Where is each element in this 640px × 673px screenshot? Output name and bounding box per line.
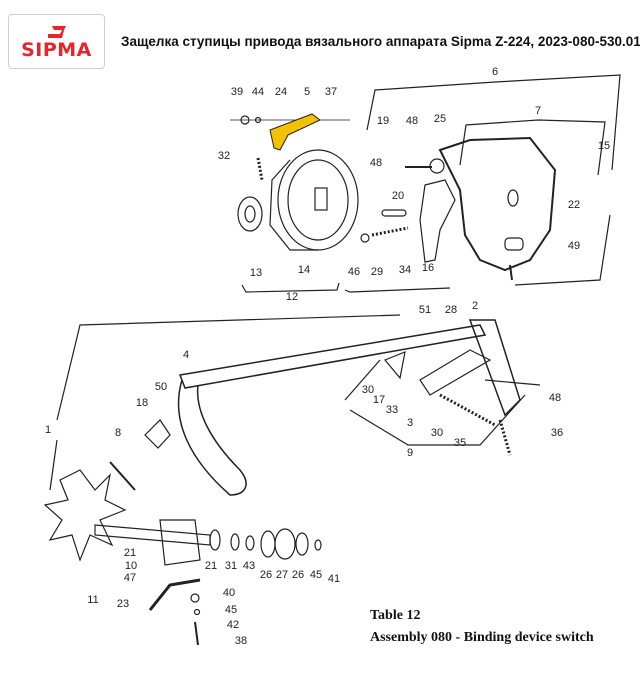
part-label: 30	[362, 384, 374, 396]
rod-23	[148, 578, 201, 611]
part-label: 27	[276, 569, 288, 581]
part-label: 31	[225, 560, 237, 572]
part-label: 18	[136, 397, 148, 409]
part-label: 45	[310, 569, 322, 581]
part-label: 13	[250, 267, 262, 279]
link-3	[419, 349, 492, 396]
part-label: 12	[286, 291, 298, 303]
part-label: 28	[445, 304, 457, 316]
sipma-logo: SIPMA	[8, 14, 105, 69]
part-label: 14	[298, 264, 310, 276]
washer-29	[360, 233, 370, 243]
part-label: 16	[422, 262, 434, 274]
part-label: 47	[124, 572, 136, 584]
part-label: 29	[371, 266, 383, 278]
bracket-1	[56, 314, 401, 421]
bracket-9	[344, 359, 526, 446]
spring-32	[256, 157, 264, 181]
part-label: 30	[431, 427, 443, 439]
part-label: 35	[454, 437, 466, 449]
part-label: 25	[434, 113, 446, 125]
bushing-13	[237, 196, 263, 232]
part-label: 36	[551, 427, 563, 439]
part-label: 4	[183, 349, 189, 361]
shaft-11	[94, 524, 211, 546]
part-label: 10	[125, 560, 137, 572]
part-label: 48	[406, 115, 418, 127]
gear-26	[260, 530, 276, 558]
part-label: 23	[117, 598, 129, 610]
star-burst	[43, 469, 127, 562]
gear-27	[274, 528, 296, 560]
part-label: 33	[386, 404, 398, 416]
part-label: 49	[568, 240, 580, 252]
part-label: 11	[87, 594, 98, 606]
part-label: 43	[243, 560, 255, 572]
part-label: 45	[225, 604, 237, 616]
spring-35	[439, 393, 496, 427]
part-label: 24	[275, 86, 287, 98]
part-label: 6	[492, 66, 498, 78]
spring-34	[371, 226, 409, 237]
part-label: 48	[549, 392, 561, 404]
plate-2	[468, 319, 521, 417]
bracket-7-lower	[514, 214, 611, 286]
handle-18	[144, 419, 171, 449]
assembly-caption: Assembly 080 - Binding device switch	[370, 630, 594, 645]
part-label: 22	[568, 199, 580, 211]
lever-4	[178, 324, 487, 389]
part-label: 3	[407, 417, 413, 429]
part-label: 1	[45, 424, 51, 436]
bracket-10	[159, 519, 201, 566]
pin-8	[109, 461, 136, 491]
pin-22	[504, 237, 524, 251]
part-label: 48	[370, 157, 382, 169]
cam-disc-15	[438, 136, 557, 272]
part-label: 44	[252, 86, 264, 98]
page-title: Защелка ступицы привода вязального аппар…	[121, 34, 640, 49]
sipma-logo-mark	[48, 26, 66, 38]
part-label: 41	[328, 573, 340, 585]
bracket-12	[241, 282, 340, 293]
part-label: 39	[231, 86, 243, 98]
bracket-6-lower	[344, 287, 451, 293]
part-label: 2	[472, 300, 478, 312]
part-label: 26	[292, 569, 304, 581]
part-label: 15	[598, 140, 610, 152]
part-label: 51	[419, 304, 431, 316]
part-label: 42	[227, 619, 239, 631]
part-label: 26	[260, 569, 272, 581]
arm-50	[177, 379, 247, 496]
part-label: 46	[348, 266, 360, 278]
spring-36	[498, 419, 512, 456]
part-label: 7	[535, 105, 541, 117]
part-label: 40	[223, 587, 235, 599]
part-label: 20	[392, 190, 404, 202]
part-label: 34	[399, 264, 411, 276]
part-17	[384, 351, 406, 380]
hub-14	[277, 149, 359, 251]
part-label: 32	[218, 150, 230, 162]
part-label: 37	[325, 86, 337, 98]
table-caption: Table 12	[370, 608, 421, 623]
part-label: 21	[124, 547, 136, 559]
part-labels: 39 44 24 5 37 6 7 19 48 25 15 32 48 20 2…	[45, 66, 610, 647]
part-label: 21	[205, 560, 217, 572]
latch-5-highlighted	[269, 113, 321, 151]
part-label: 50	[155, 381, 167, 393]
roller-25	[429, 158, 445, 174]
part-label: 5	[304, 86, 310, 98]
part-label: 17	[373, 394, 385, 406]
part-label: 8	[115, 427, 121, 439]
bracket-6	[366, 74, 621, 171]
logo-text: SIPMA	[21, 39, 92, 61]
part-label: 19	[377, 115, 389, 127]
pin-20	[381, 209, 407, 217]
part-label: 38	[235, 635, 247, 647]
part-label: 9	[407, 447, 413, 459]
latch-16	[419, 179, 456, 263]
bracket-7	[459, 119, 606, 176]
